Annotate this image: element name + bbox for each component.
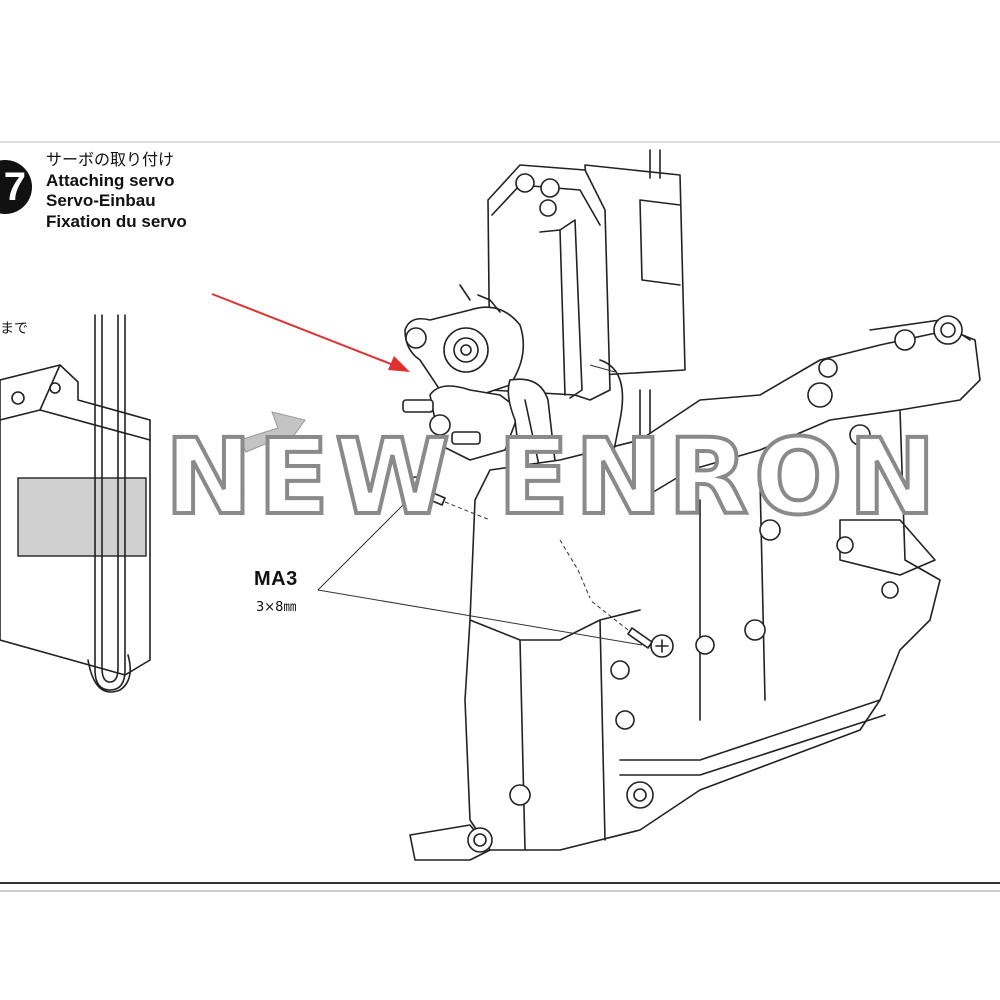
servo-inset — [0, 314, 151, 693]
title-japanese: サーボの取り付け — [46, 150, 175, 169]
step-titles: サーボの取り付け Attaching servo Servo-Einbau Fi… — [46, 150, 187, 232]
screw-leader-lines — [317, 497, 643, 646]
screw-left — [404, 476, 491, 521]
red-callout-arrow — [211, 293, 410, 372]
title-french: Fixation du servo — [46, 211, 187, 231]
watermark-text: NEW ENRON — [163, 416, 942, 538]
title-english: Attaching servo — [46, 170, 175, 190]
screw-right — [559, 539, 674, 658]
chassis — [409, 315, 981, 861]
tape-wrap — [17, 477, 147, 557]
gray-direction-arrow — [239, 411, 306, 454]
title-german: Servo-Einbau — [46, 191, 156, 210]
servo-saver — [404, 284, 525, 396]
part-size-label: 3×8㎜ — [256, 600, 297, 615]
side-note-japanese: まで — [0, 321, 28, 337]
part-code-label: MA3 — [254, 568, 298, 590]
